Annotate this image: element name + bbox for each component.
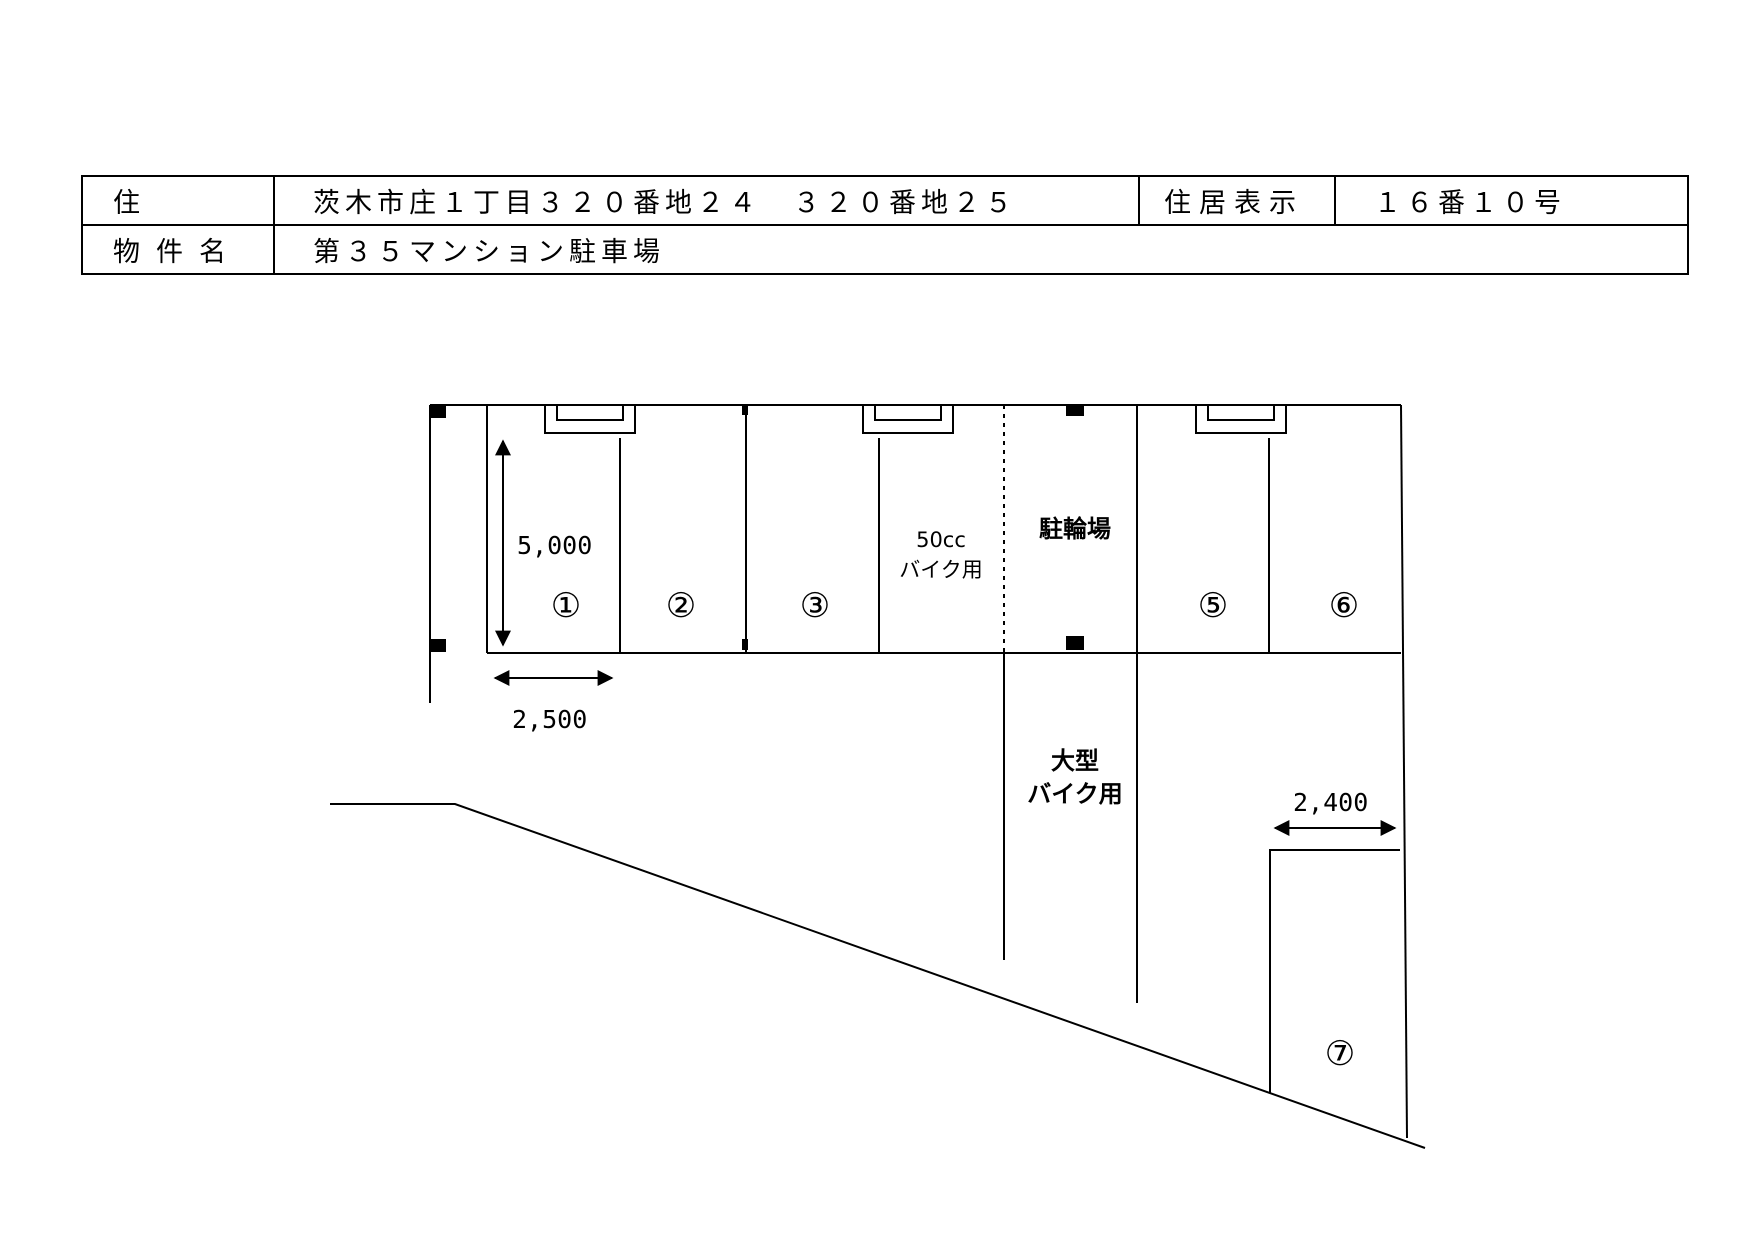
posts [430,405,1084,652]
space-number-6: ⑥ [1329,586,1359,626]
road-edge-line [330,803,1426,1149]
space-number-2: ② [666,586,696,626]
bicycle-parking-label: 駐輪場 [1039,515,1111,543]
post-marker [430,405,446,418]
post-marker [742,639,748,650]
space-number-1: ① [551,586,581,626]
post-marker [1066,405,1084,416]
bigbike-label-line1: 大型 [1051,747,1099,775]
post-marker [1066,636,1084,650]
wheel-stop-5-inner [1207,404,1275,421]
bigbike-label-line2: バイク用 [1027,780,1123,808]
wheel-stops [544,404,1287,434]
width-dimension-label: 2,500 [512,705,587,734]
right-boundary-line [1400,404,1408,1139]
wheel-stop-3-inner [874,404,942,421]
width7-dimension-label: 2,400 [1293,788,1368,817]
bike50-label-line1: 50cc [916,528,966,552]
residence-label: 住居表示 [1138,175,1336,226]
bike50-label-line2: バイク用 [899,558,983,582]
post-marker [430,639,446,652]
depth-dimension-label: 5,000 [517,531,592,560]
property-row: 物件名 第３５マンション駐車場 [81,224,1689,275]
parking-row-lines [486,405,1401,1093]
post-marker [742,405,748,415]
property-info-table: 住 所 茨木市庄１丁目３２０番地２４ ３２０番地２５ 住居表示 １６番１０号 物… [81,175,1689,275]
address-row: 住 所 茨木市庄１丁目３２０番地２４ ３２０番地２５ 住居表示 １６番１０号 [81,175,1689,226]
wheel-stop-1-inner [556,404,624,421]
residence-value: １６番１０号 [1334,175,1689,226]
space7-outline [1269,849,1400,1093]
address-label: 住 所 [81,175,275,226]
dimension-arrows [493,439,1397,836]
address-value: 茨木市庄１丁目３２０番地２４ ３２０番地２５ [273,175,1140,226]
property-value: 第３５マンション駐車場 [273,224,1689,275]
property-label: 物件名 [81,224,275,275]
space-number-5: ⑤ [1198,586,1228,626]
space-number-3: ③ [800,586,830,626]
site-outline [330,404,1426,1149]
space-number-7: ⑦ [1325,1034,1355,1074]
